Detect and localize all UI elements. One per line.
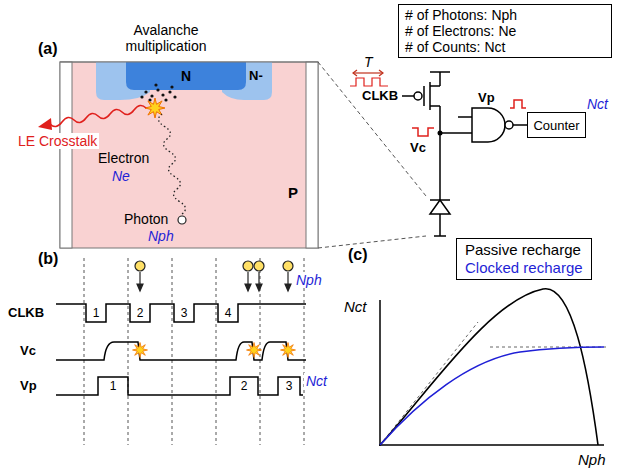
vp-waveform: [56, 377, 303, 395]
avalanche-burst: [281, 343, 296, 358]
photon-dot: [178, 216, 186, 224]
info-box: # of Photons: Nph# of Electrons: Ne# of …: [398, 4, 612, 58]
avalanche-burst: [247, 343, 262, 358]
period-divider: [84, 258, 304, 445]
legend-text: Passive recharge: [465, 241, 583, 259]
signal-name: Vp: [478, 90, 495, 105]
linear-guide: [380, 322, 478, 445]
avalanche-burst: [145, 98, 165, 118]
crosstalk-arrow: [50, 105, 146, 126]
symbol-label: Nct: [304, 373, 329, 389]
zoom-leader: [318, 236, 426, 248]
vc-pulse: [412, 128, 434, 136]
symbol-label: Nph: [294, 272, 324, 288]
counter-box: Counter: [527, 112, 586, 138]
signal-name: CLKB: [8, 305, 44, 320]
annotation: LE Crosstalk: [16, 133, 99, 149]
passive-curve: [380, 289, 598, 445]
signal-name: Vc: [410, 140, 426, 155]
diode-symbol: [430, 200, 450, 236]
axes: [379, 300, 604, 446]
clock-symbol: [350, 70, 388, 86]
photon-arrival: [135, 261, 293, 291]
n-region: N: [126, 62, 246, 90]
node-text: N: [181, 68, 191, 84]
pulse-number: 2: [137, 306, 144, 320]
pulse-number: 4: [225, 306, 232, 320]
pulse-number: 1: [110, 379, 117, 393]
avalanche-dots: [140, 83, 176, 101]
annotation: Avalanche multiplication: [110, 22, 222, 54]
signal-name: Vp: [20, 378, 37, 393]
legend-text: Clocked recharge: [465, 259, 583, 277]
node-text: Counter: [533, 118, 579, 133]
legend-box: Passive rechargeClocked recharge: [456, 238, 592, 280]
symbol-label: Ne: [112, 168, 130, 184]
pulse-number: 2: [241, 379, 248, 393]
pulse-number: 1: [93, 306, 100, 320]
node-text: N-: [249, 68, 263, 83]
symbol-label: Nct: [587, 96, 608, 112]
pulse-number: 3: [181, 306, 188, 320]
nand-gate: [440, 108, 527, 142]
panel-label: (b): [38, 250, 58, 268]
clkb-waveform: [56, 304, 306, 322]
node-text: # of Electrons: Ne: [405, 23, 516, 39]
zoom-leader: [318, 62, 426, 196]
electron-path: [159, 114, 186, 214]
panel-label: (a): [38, 40, 58, 58]
vc-waveform: [56, 342, 306, 360]
annotation: Photon: [124, 211, 168, 227]
clocked-curve: [380, 347, 604, 445]
vp-pulse: [510, 100, 526, 108]
symbol-label: Nph: [148, 228, 174, 244]
signal-name: CLKB: [362, 88, 398, 103]
panel-label: (c): [348, 246, 368, 264]
axis-label: Nph: [578, 451, 606, 468]
avalanche-burst: [133, 343, 148, 358]
signal-name: Vc: [20, 343, 36, 358]
node-text: # of Photons: Nph: [405, 7, 517, 23]
pmos-transistor: [402, 72, 450, 200]
axis-label: Nct: [344, 298, 367, 315]
node-text: P: [288, 184, 298, 202]
node-text: # of Counts: Nct: [405, 39, 505, 55]
n-minus-region: N-: [222, 62, 272, 100]
arrow-head: [38, 118, 52, 130]
device-cross-section: [60, 62, 318, 248]
period-label: T: [364, 54, 373, 70]
annotation: Electron: [98, 150, 149, 166]
pulse-number: 3: [286, 379, 293, 393]
